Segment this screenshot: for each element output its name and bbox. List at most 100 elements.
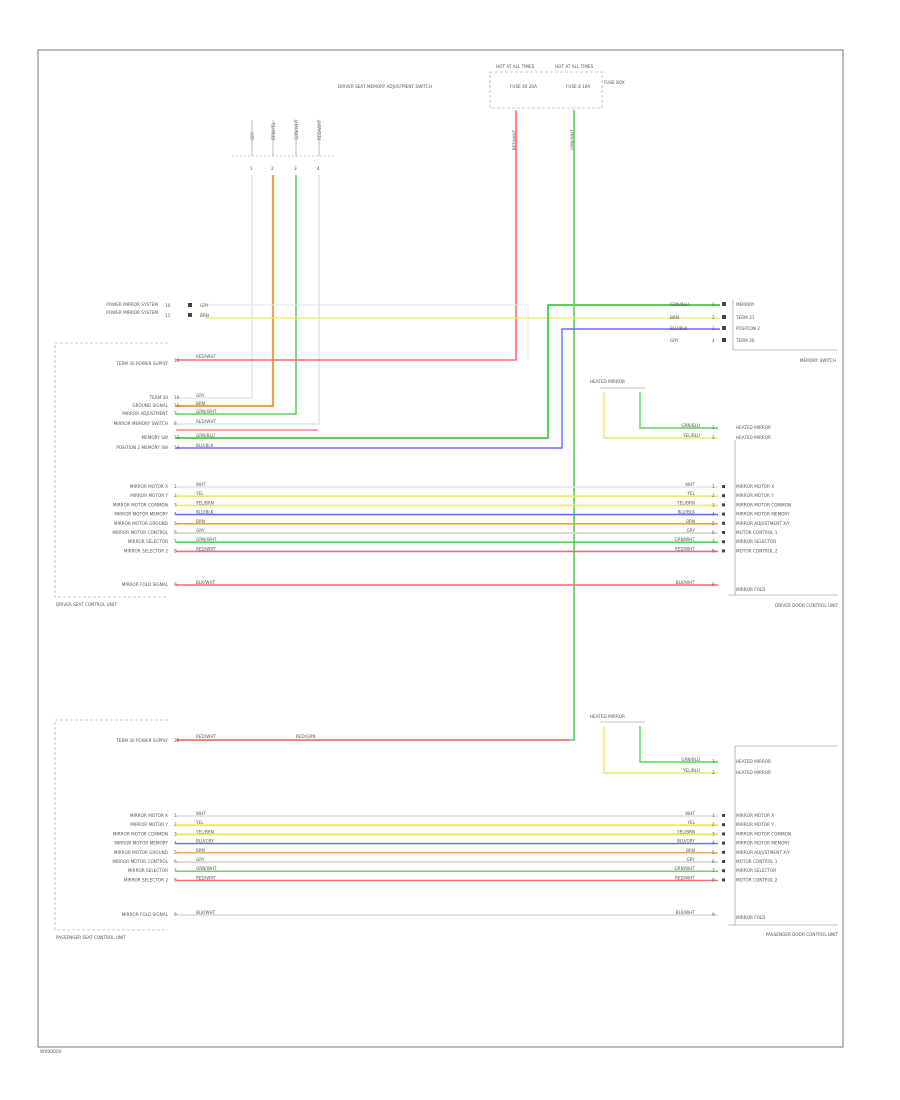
pass-bus-rpin: 4 xyxy=(712,841,715,846)
pass-bus-rlabel: MOTOR CONTROL 2 xyxy=(736,877,778,882)
pass-bus-rpin: 8 xyxy=(712,877,715,882)
memory-switch: MEMORY SWITCH xyxy=(732,300,838,363)
fuse-wire-left-label: RED/WHT xyxy=(512,130,517,150)
wire-memory-3 xyxy=(176,328,720,449)
driver-seat-control-unit: DRIVER SEAT CONTROL UNIT xyxy=(54,342,168,607)
driver-power-label: TERM 30 POWER SUPPLY xyxy=(115,361,168,366)
driver-bus-pin: 1 xyxy=(174,484,177,489)
pass-bus-rlabel: MIRROR MOTOR COMMON xyxy=(736,831,791,836)
driver-power-pin: 15 xyxy=(174,358,180,363)
memory-switch-wire: BRN xyxy=(670,315,679,320)
memory-switch-pin: 4 xyxy=(712,338,715,343)
driver-bus-rwire: WHT xyxy=(685,482,695,487)
pass-power-wire: RED/WHT xyxy=(196,734,216,739)
heated-mirror-bottom-label: HEATED MIRROR xyxy=(590,714,625,719)
driver-bus-wire: GRN/WHT xyxy=(196,537,217,542)
heated-mirror-bottom: HEATED MIRROR xyxy=(590,714,645,723)
switch-lead-wire-label: RED/WHT xyxy=(317,120,322,140)
driver-bus-rlabel: MIRROR ADJUSTMENT X/Y xyxy=(736,521,790,526)
driver-row-pin: 7 xyxy=(174,411,177,416)
pass-bus-pin: 4 xyxy=(174,841,177,846)
fuse-box: HOT AT ALL TIMES HOT AT ALL TIMES FUSE 4… xyxy=(489,64,625,150)
wire-switch-4 xyxy=(176,175,320,425)
pass-door-top-label: HEATED MIRROR xyxy=(736,759,771,764)
pass-power-wire-2: RED/GRN xyxy=(296,734,315,739)
driver-row-label: GROUND SIGNAL xyxy=(132,403,168,408)
driver-bus-rlabel: MOTOR CONTROL 1 xyxy=(736,530,778,535)
wire-pd-hm2 xyxy=(603,726,718,774)
pass-bus-rlabel: MIRROR MOTOR Y xyxy=(736,822,774,827)
driver-bus-rwire: GRN/WHT xyxy=(674,537,695,542)
pass-bus-pin: 6 xyxy=(174,859,177,864)
driver-door-control-unit: DRIVER DOOR CONTROL UNIT xyxy=(728,440,838,608)
pass-bus-rwire: GRY xyxy=(687,857,696,862)
pass-bus-label: MIRROR MOTOR COMMON xyxy=(113,831,168,836)
passenger-door-control-unit: PASSENGER DOOR CONTROL UNIT xyxy=(728,745,838,937)
driver-bus-rlabel: MIRROR SELECTOR xyxy=(736,539,776,544)
switch-lead-wire-label: GRN/WHT xyxy=(294,119,299,140)
pass-door-top-pin: 1 xyxy=(712,759,715,764)
wire-memory-1 xyxy=(176,304,720,439)
connector-pin xyxy=(722,503,725,507)
pass-bus-pin: 2 xyxy=(174,822,177,827)
connector-pin xyxy=(722,540,725,544)
pass-bus-rwire: RED/WHT xyxy=(675,875,695,880)
pass-bus-label: MIRROR SELECTOR xyxy=(128,868,168,873)
pass-bus-rpin: 7 xyxy=(712,868,715,873)
pass-seat-unit-label: PASSENGER SEAT CONTROL UNIT xyxy=(56,935,126,940)
driver-row-pin: 8 xyxy=(174,421,177,426)
driver-fold-rlabel: MIRROR FOLD xyxy=(736,587,765,592)
fuse-box-label: FUSE BOX xyxy=(604,80,625,85)
connector-pin xyxy=(722,494,725,498)
fuse-left: FUSE 40 20A xyxy=(510,84,537,89)
wire-fuse-right xyxy=(176,110,575,741)
pass-bus-rlabel: MIRROR ADJUSTMENT X/Y xyxy=(736,850,790,855)
memory-switch-label: MEMORY xyxy=(736,302,755,307)
pass-bus-wire: WHT xyxy=(196,811,206,816)
connector-pin xyxy=(722,338,726,342)
wire-dd-hm1 xyxy=(639,392,718,429)
memory-switch-label: TERM 30 xyxy=(735,338,755,343)
pass-bus-rpin: 2 xyxy=(712,822,715,827)
driver-bus-rlabel: MIRROR MOTOR X xyxy=(736,484,774,489)
top-left-label-2: POWER MIRROR SYSTEM xyxy=(106,310,158,315)
driver-bus-pin: 6 xyxy=(174,530,177,535)
driver-door-top-pin: 2 xyxy=(712,435,715,440)
pass-door-top-pin: 2 xyxy=(712,770,715,775)
connector-pin xyxy=(722,531,725,534)
driver-bus-wire: BRN xyxy=(196,519,205,524)
pass-bus-pin: 1 xyxy=(174,813,177,818)
pass-bus-rpin: 5 xyxy=(712,850,715,855)
connector-pin xyxy=(188,313,192,317)
driver-row-wire: BRN xyxy=(196,401,205,406)
pass-bus-rlabel: MIRROR MOTOR X xyxy=(736,813,774,818)
switch-lead-pin: 4 xyxy=(317,166,320,171)
top-left-wire: BRN xyxy=(200,313,209,318)
pass-bus-label: MIRROR MOTOR MEMORY xyxy=(114,841,168,846)
driver-bus-rwire: YEL xyxy=(686,491,695,496)
driver-bus-rwire: GRY xyxy=(687,528,696,533)
pass-bus-wire: RED/WHT xyxy=(196,875,216,880)
wire-pms-1 xyxy=(205,304,529,360)
fuse-right: FUSE 8 10A xyxy=(566,84,590,89)
pass-fold-pin: 9 xyxy=(174,912,177,917)
driver-bus-rlabel: MIRROR MOTOR COMMON xyxy=(736,502,791,507)
pass-bus-rwire: YEL/BRN xyxy=(676,829,695,834)
connector-pin xyxy=(722,850,725,854)
pass-fold-label: MIRROR FOLD SIGNAL xyxy=(122,912,169,917)
driver-row-pin: 13 xyxy=(174,435,180,440)
driver-row-pin: 10 xyxy=(174,395,180,400)
pass-bus-rwire: YEL xyxy=(686,820,695,825)
driver-bus-wire: RED/WHT xyxy=(196,546,216,551)
driver-bus-rpin: 5 xyxy=(712,521,715,526)
driver-row-label: MIRROR MEMORY SWITCH xyxy=(114,421,168,426)
driver-bus-rpin: 2 xyxy=(712,493,715,498)
driver-door-unit-label: DRIVER DOOR CONTROL UNIT xyxy=(775,603,838,608)
memory-switch-wire: BLU/BLK xyxy=(670,326,688,331)
pass-bus-wire: GRY xyxy=(196,857,205,862)
connector-pin xyxy=(722,549,725,553)
dsm-adjustment-switch: DRIVER SEAT MEMORY ADJUSTMENT SWITCH GRY… xyxy=(232,84,432,171)
pass-bus-wire: BLU/GRY xyxy=(196,839,214,844)
pass-bus-label: MIRROR MOTOR Y xyxy=(130,822,168,827)
